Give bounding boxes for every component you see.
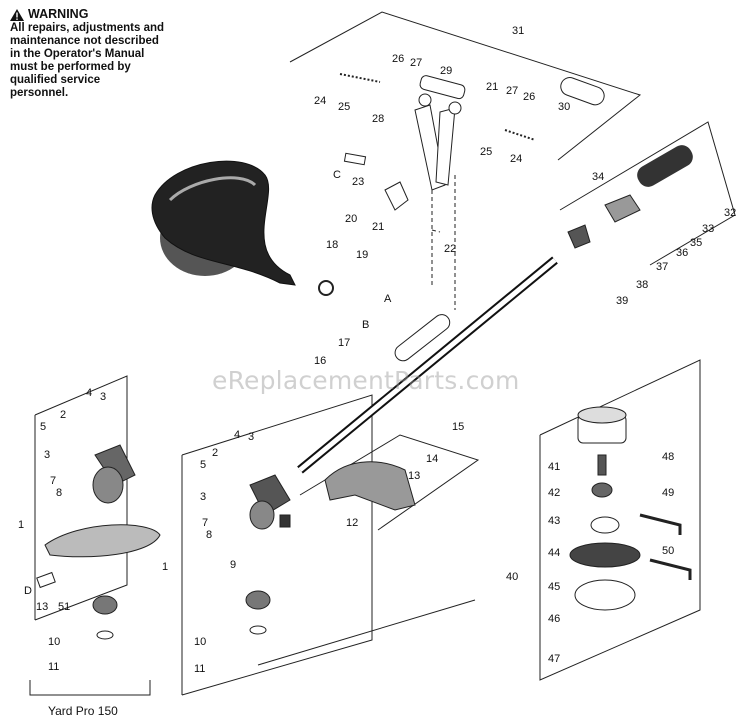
callout-47: 47 bbox=[548, 653, 560, 665]
callout-51: 51 bbox=[58, 601, 70, 613]
callout-25: 25 bbox=[338, 101, 350, 113]
handle-bracket bbox=[414, 75, 466, 191]
callout-13b: 13 bbox=[36, 601, 48, 613]
callout-45: 45 bbox=[548, 581, 560, 593]
callout-4b: 4 bbox=[234, 429, 240, 441]
callout-22: 22 bbox=[444, 243, 456, 255]
callout-29: 29 bbox=[440, 65, 452, 77]
callout-8a: 8 bbox=[56, 487, 62, 499]
callout-18: 18 bbox=[326, 239, 338, 251]
callout-19: 19 bbox=[356, 249, 368, 261]
drive-shaft bbox=[297, 256, 558, 474]
callout-49: 49 bbox=[662, 487, 674, 499]
callout-27: 27 bbox=[410, 57, 422, 69]
callout-7b: 7 bbox=[202, 517, 208, 529]
callout-2a: 2 bbox=[60, 409, 66, 421]
callout-3c: 3 bbox=[248, 431, 254, 443]
callout-23: 23 bbox=[352, 176, 364, 188]
callout-39: 39 bbox=[616, 295, 628, 307]
callout-31: 31 bbox=[512, 25, 524, 37]
callout-25: 25 bbox=[480, 146, 492, 158]
callout-3b: 3 bbox=[44, 449, 50, 461]
callout-33: 33 bbox=[702, 223, 714, 235]
callout-D: D bbox=[24, 585, 32, 597]
callout-40: 40 bbox=[506, 571, 518, 583]
callout-30: 30 bbox=[558, 101, 570, 113]
callout-21: 21 bbox=[372, 221, 384, 233]
callout-50: 50 bbox=[662, 545, 674, 557]
callout-10b: 10 bbox=[194, 636, 206, 648]
callout-35: 35 bbox=[690, 237, 702, 249]
callout-16: 16 bbox=[314, 355, 326, 367]
spool-assembly bbox=[569, 406, 692, 611]
callout-7a: 7 bbox=[50, 475, 56, 487]
callout-27: 27 bbox=[506, 85, 518, 97]
grass-shield bbox=[324, 461, 416, 511]
callout-A: A bbox=[384, 293, 392, 305]
callout-C: C bbox=[333, 169, 341, 181]
callout-44: 44 bbox=[548, 547, 560, 559]
callout-11a: 11 bbox=[48, 661, 59, 673]
callout-12: 12 bbox=[346, 517, 358, 529]
callout-26: 26 bbox=[523, 91, 535, 103]
callout-5b: 5 bbox=[200, 459, 206, 471]
callout-B: B bbox=[362, 319, 369, 331]
model-caption: Yard Pro 150 bbox=[48, 704, 118, 718]
callout-9: 9 bbox=[230, 559, 236, 571]
callout-1b: 1 bbox=[162, 561, 168, 573]
callout-32: 32 bbox=[724, 207, 736, 219]
callout-24: 24 bbox=[510, 153, 522, 165]
callout-41: 41 bbox=[548, 461, 560, 473]
warning-title: WARNING bbox=[28, 7, 89, 21]
left-trimmer-head bbox=[36, 444, 161, 640]
callout-28: 28 bbox=[372, 113, 384, 125]
callout-labels: 31 26 27 29 21 27 26 24 25 28 30 24 25 C… bbox=[18, 25, 736, 675]
callout-21: 21 bbox=[486, 81, 498, 93]
callout-14: 14 bbox=[426, 453, 438, 465]
callout-8b: 8 bbox=[206, 529, 212, 541]
callout-34: 34 bbox=[592, 171, 604, 183]
callout-1a: 1 bbox=[18, 519, 24, 531]
callout-3a: 3 bbox=[100, 391, 106, 403]
callout-4a: 4 bbox=[86, 387, 92, 399]
callout-36: 36 bbox=[676, 247, 688, 259]
callout-46: 46 bbox=[548, 613, 560, 625]
warning-block: WARNING All repairs, adjustments and mai… bbox=[10, 8, 210, 100]
callout-42: 42 bbox=[548, 487, 560, 499]
callout-2b: 2 bbox=[212, 447, 218, 459]
callout-24: 24 bbox=[314, 95, 326, 107]
callout-15: 15 bbox=[452, 421, 464, 433]
callout-38: 38 bbox=[636, 279, 648, 291]
callout-43: 43 bbox=[548, 515, 560, 527]
callout-3d: 3 bbox=[200, 491, 206, 503]
center-trimmer-head bbox=[245, 474, 291, 635]
warning-text: All repairs, adjustments and maintenance… bbox=[10, 22, 165, 99]
callout-5a: 5 bbox=[40, 421, 46, 433]
throttle-grip bbox=[567, 145, 693, 249]
callout-13a: 13 bbox=[408, 470, 420, 482]
watermark: eReplacementParts.com bbox=[212, 366, 520, 395]
callout-26: 26 bbox=[392, 53, 404, 65]
callout-17: 17 bbox=[338, 337, 350, 349]
callout-11b: 11 bbox=[194, 663, 205, 675]
shoulder-guard bbox=[151, 160, 296, 286]
callout-37: 37 bbox=[656, 261, 668, 273]
callout-48: 48 bbox=[662, 451, 674, 463]
callout-10a: 10 bbox=[48, 636, 60, 648]
callout-20: 20 bbox=[345, 213, 357, 225]
warning-triangle-icon bbox=[10, 8, 24, 21]
